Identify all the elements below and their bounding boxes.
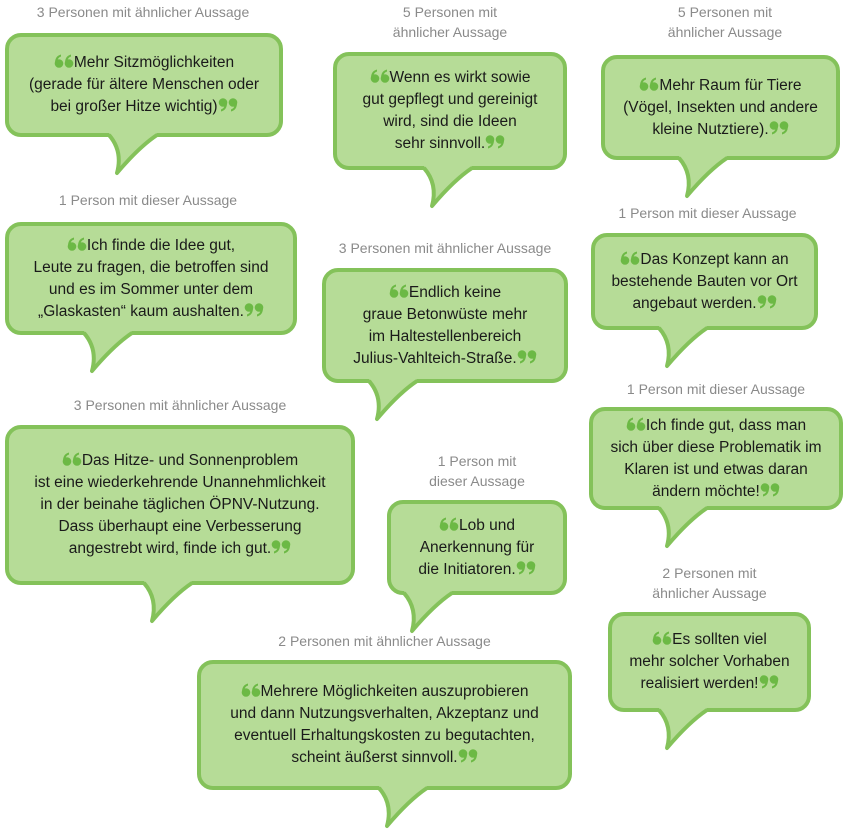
- quote-text-block: Endlich keine graue Betonwüste mehr im H…: [353, 282, 536, 370]
- speech-bubble: Mehrere Möglichkeiten auszuprobieren und…: [197, 660, 572, 790]
- count-label: 3 Personen mit ähnlicher Aussage: [36, 4, 250, 20]
- speech-tail: [657, 326, 709, 368]
- quote-text-block: Mehrere Möglichkeiten auszuprobieren und…: [230, 681, 539, 769]
- speech-bubble: Das Hitze- und Sonnenproblem ist eine wi…: [5, 425, 355, 585]
- quote-text: Mehr Raum für Tiere (Vögel, Insekten und…: [623, 76, 818, 138]
- count-label: 1 Person mit dieser Aussage: [618, 205, 797, 221]
- speech-bubble: Es sollten viel mehr solcher Vorhaben re…: [608, 612, 811, 712]
- quote-open-icon: [54, 54, 74, 68]
- count-label: 1 Person mit dieser Aussage: [58, 192, 238, 208]
- count-label: 1 Person mit dieser Aussage: [429, 453, 525, 489]
- quote-text-block: Ich finde gut, dass man sich über diese …: [610, 415, 821, 503]
- speech-bubble: Endlich keine graue Betonwüste mehr im H…: [322, 268, 568, 383]
- quote-text-block: Wenn es wirkt sowie gut gepflegt und ger…: [363, 67, 538, 155]
- quote-text-block: Das Hitze- und Sonnenproblem ist eine wi…: [34, 450, 325, 560]
- speech-bubble: Das Konzept kann an bestehende Bauten vo…: [591, 233, 818, 330]
- count-label: 5 Personen mit ähnlicher Aussage: [667, 4, 783, 40]
- quote-open-icon: [370, 69, 389, 83]
- speech-bubble: Wenn es wirkt sowie gut gepflegt und ger…: [333, 52, 567, 170]
- quote-text: Ich finde die Idee gut, Leute zu fragen,…: [33, 236, 269, 320]
- quote-close-icon: [769, 120, 788, 134]
- count-label: 1 Person mit dieser Aussage: [626, 381, 806, 397]
- quote-close-icon: [485, 135, 505, 149]
- quote-text: Endlich keine graue Betonwüste mehr im H…: [353, 283, 528, 367]
- speech-tail: [677, 156, 729, 198]
- speech-tail: [82, 331, 134, 373]
- quote-open-icon: [640, 77, 659, 91]
- speech-tail: [657, 506, 709, 548]
- speech-tail: [377, 786, 429, 828]
- quote-text: Es sollten viel mehr solcher Vorhaben re…: [629, 631, 790, 692]
- speech-bubble: Ich finde die Idee gut, Leute zu fragen,…: [5, 222, 297, 335]
- quote-text: Lob und Anerkennung für die Initiatoren.: [418, 516, 535, 578]
- quote-text-block: Lob und Anerkennung für die Initiatoren.: [418, 515, 535, 581]
- quote-text: Mehrere Möglichkeiten auszuprobieren und…: [230, 683, 539, 766]
- speech-bubble: Mehr Raum für Tiere (Vögel, Insekten und…: [601, 55, 840, 160]
- speech-bubble: Mehr Sitzmöglichkeiten (gerade für älter…: [5, 33, 283, 137]
- quote-text: Ich finde gut, dass man sich über diese …: [610, 416, 822, 500]
- count-label: 3 Personen mit ähnlicher Aussage: [73, 397, 287, 413]
- quote-close-icon: [757, 294, 776, 308]
- quote-text: Das Hitze- und Sonnenproblem ist eine wi…: [34, 452, 326, 557]
- count-label: 2 Personen mit ähnlicher Aussage: [278, 633, 491, 649]
- quote-text-block: Mehr Raum für Tiere (Vögel, Insekten und…: [623, 75, 818, 141]
- quote-text-block: Es sollten viel mehr solcher Vorhaben re…: [629, 629, 789, 695]
- quote-close-icon: [516, 560, 535, 574]
- count-label: 2 Personen mit ähnlicher Aussage: [652, 565, 767, 601]
- count-label: 3 Personen mit ähnlicher Aussage: [338, 240, 552, 256]
- quote-text-block: Ich finde die Idee gut, Leute zu fragen,…: [34, 235, 269, 323]
- speech-tail: [142, 581, 194, 623]
- quote-close-icon: [458, 749, 477, 763]
- quote-open-icon: [621, 251, 640, 265]
- quote-text: Das Konzept kann an bestehende Bauten vo…: [611, 250, 798, 312]
- quote-open-icon: [62, 452, 82, 466]
- speech-bubble: Lob und Anerkennung für die Initiatoren.: [387, 500, 567, 595]
- quote-text: Wenn es wirkt sowie gut gepflegt und ger…: [362, 69, 538, 152]
- quote-close-icon: [517, 349, 536, 363]
- quote-open-icon: [67, 237, 87, 251]
- speech-tail: [107, 133, 159, 175]
- quote-text-block: Mehr Sitzmöglichkeiten (gerade für älter…: [29, 52, 259, 118]
- speech-tail: [367, 379, 419, 421]
- quote-open-icon: [652, 631, 672, 645]
- quote-close-icon: [244, 302, 264, 316]
- quote-open-icon: [439, 517, 459, 531]
- quote-close-icon: [760, 482, 780, 496]
- count-label: 5 Personen mit ähnlicher Aussage: [392, 4, 508, 40]
- quote-text: Mehr Sitzmöglichkeiten (gerade für älter…: [28, 54, 260, 115]
- quote-close-icon: [759, 675, 778, 689]
- quote-text-block: Das Konzept kann an bestehende Bauten vo…: [611, 249, 797, 315]
- quote-close-icon: [218, 98, 237, 112]
- speech-tail: [657, 708, 709, 750]
- quote-open-icon: [626, 417, 646, 431]
- speech-bubble: Ich finde gut, dass man sich über diese …: [589, 407, 843, 510]
- speech-tail: [422, 166, 474, 208]
- quote-open-icon: [241, 683, 260, 697]
- quote-open-icon: [389, 284, 409, 298]
- speech-tail: [402, 591, 454, 633]
- quote-close-icon: [271, 540, 291, 554]
